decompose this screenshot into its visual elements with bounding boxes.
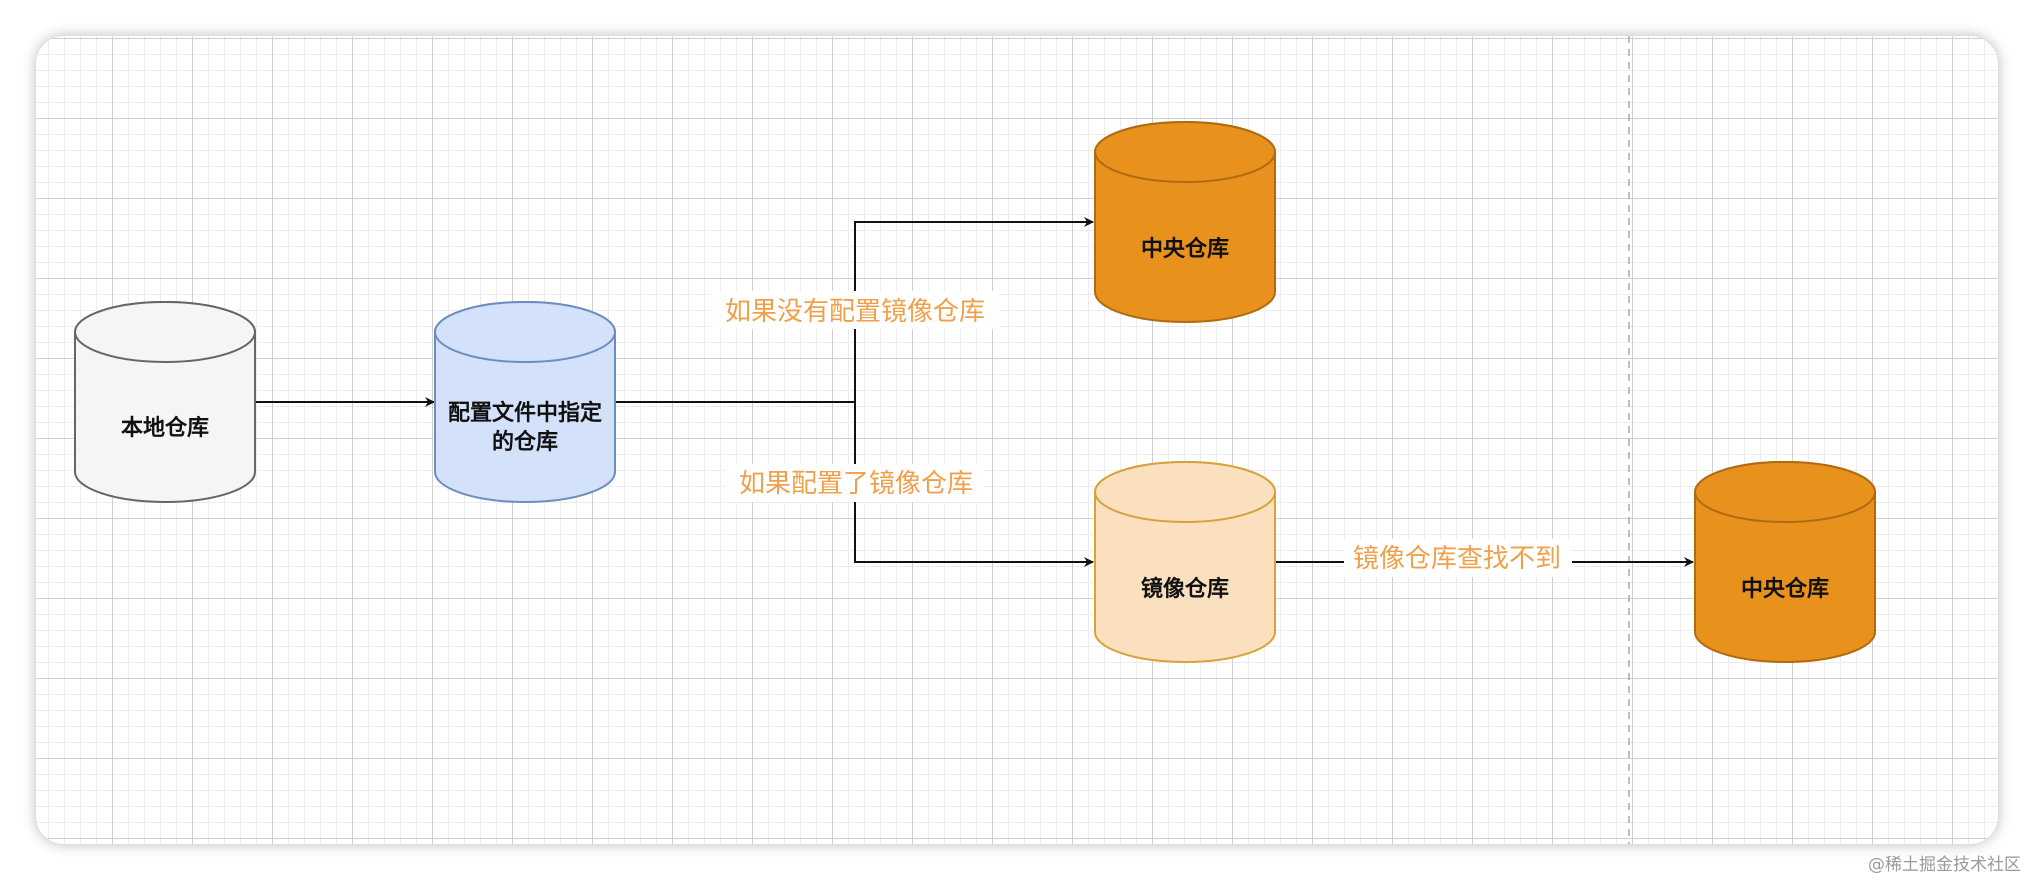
node-central-repo-top: 中央仓库 <box>1094 121 1276 323</box>
config-repo-label-line1: 配置文件中指定 <box>448 400 602 426</box>
mirror-repo-label: 镜像仓库 <box>1141 576 1229 602</box>
edge-label-with-mirror-text: 如果配置了镜像仓库 <box>739 469 973 499</box>
edge-label-mirror-not-found: 镜像仓库查找不到 <box>1344 539 1572 577</box>
local-repo-label: 本地仓库 <box>121 415 209 441</box>
node-local-repo: 本地仓库 <box>74 301 256 503</box>
central-repo-right-cap <box>1694 461 1876 523</box>
edge-label-mirror-not-found-text: 镜像仓库查找不到 <box>1353 544 1561 574</box>
central-repo-top-label: 中央仓库 <box>1141 236 1229 262</box>
central-repo-right-label: 中央仓库 <box>1741 576 1829 602</box>
mirror-repo-top <box>1094 461 1276 523</box>
node-config-repo: 配置文件中指定 的仓库 <box>434 301 616 503</box>
config-repo-label-line2: 的仓库 <box>492 429 558 455</box>
diagram-canvas <box>36 36 1998 844</box>
edge-label-no-mirror: 如果没有配置镜像仓库 <box>712 291 999 329</box>
edge-label-no-mirror-text: 如果没有配置镜像仓库 <box>725 297 985 327</box>
edge-to-mirror <box>854 402 1094 567</box>
watermark: @稀土掘金技术社区 <box>1868 855 2021 875</box>
edge-to-central-top <box>854 217 1094 402</box>
config-repo-top <box>434 301 616 363</box>
central-repo-top-cap <box>1094 121 1276 183</box>
edge-label-with-mirror: 如果配置了镜像仓库 <box>726 464 984 502</box>
node-central-repo-right: 中央仓库 <box>1694 461 1876 663</box>
local-repo-top <box>74 301 256 363</box>
node-mirror-repo: 镜像仓库 <box>1094 461 1276 663</box>
